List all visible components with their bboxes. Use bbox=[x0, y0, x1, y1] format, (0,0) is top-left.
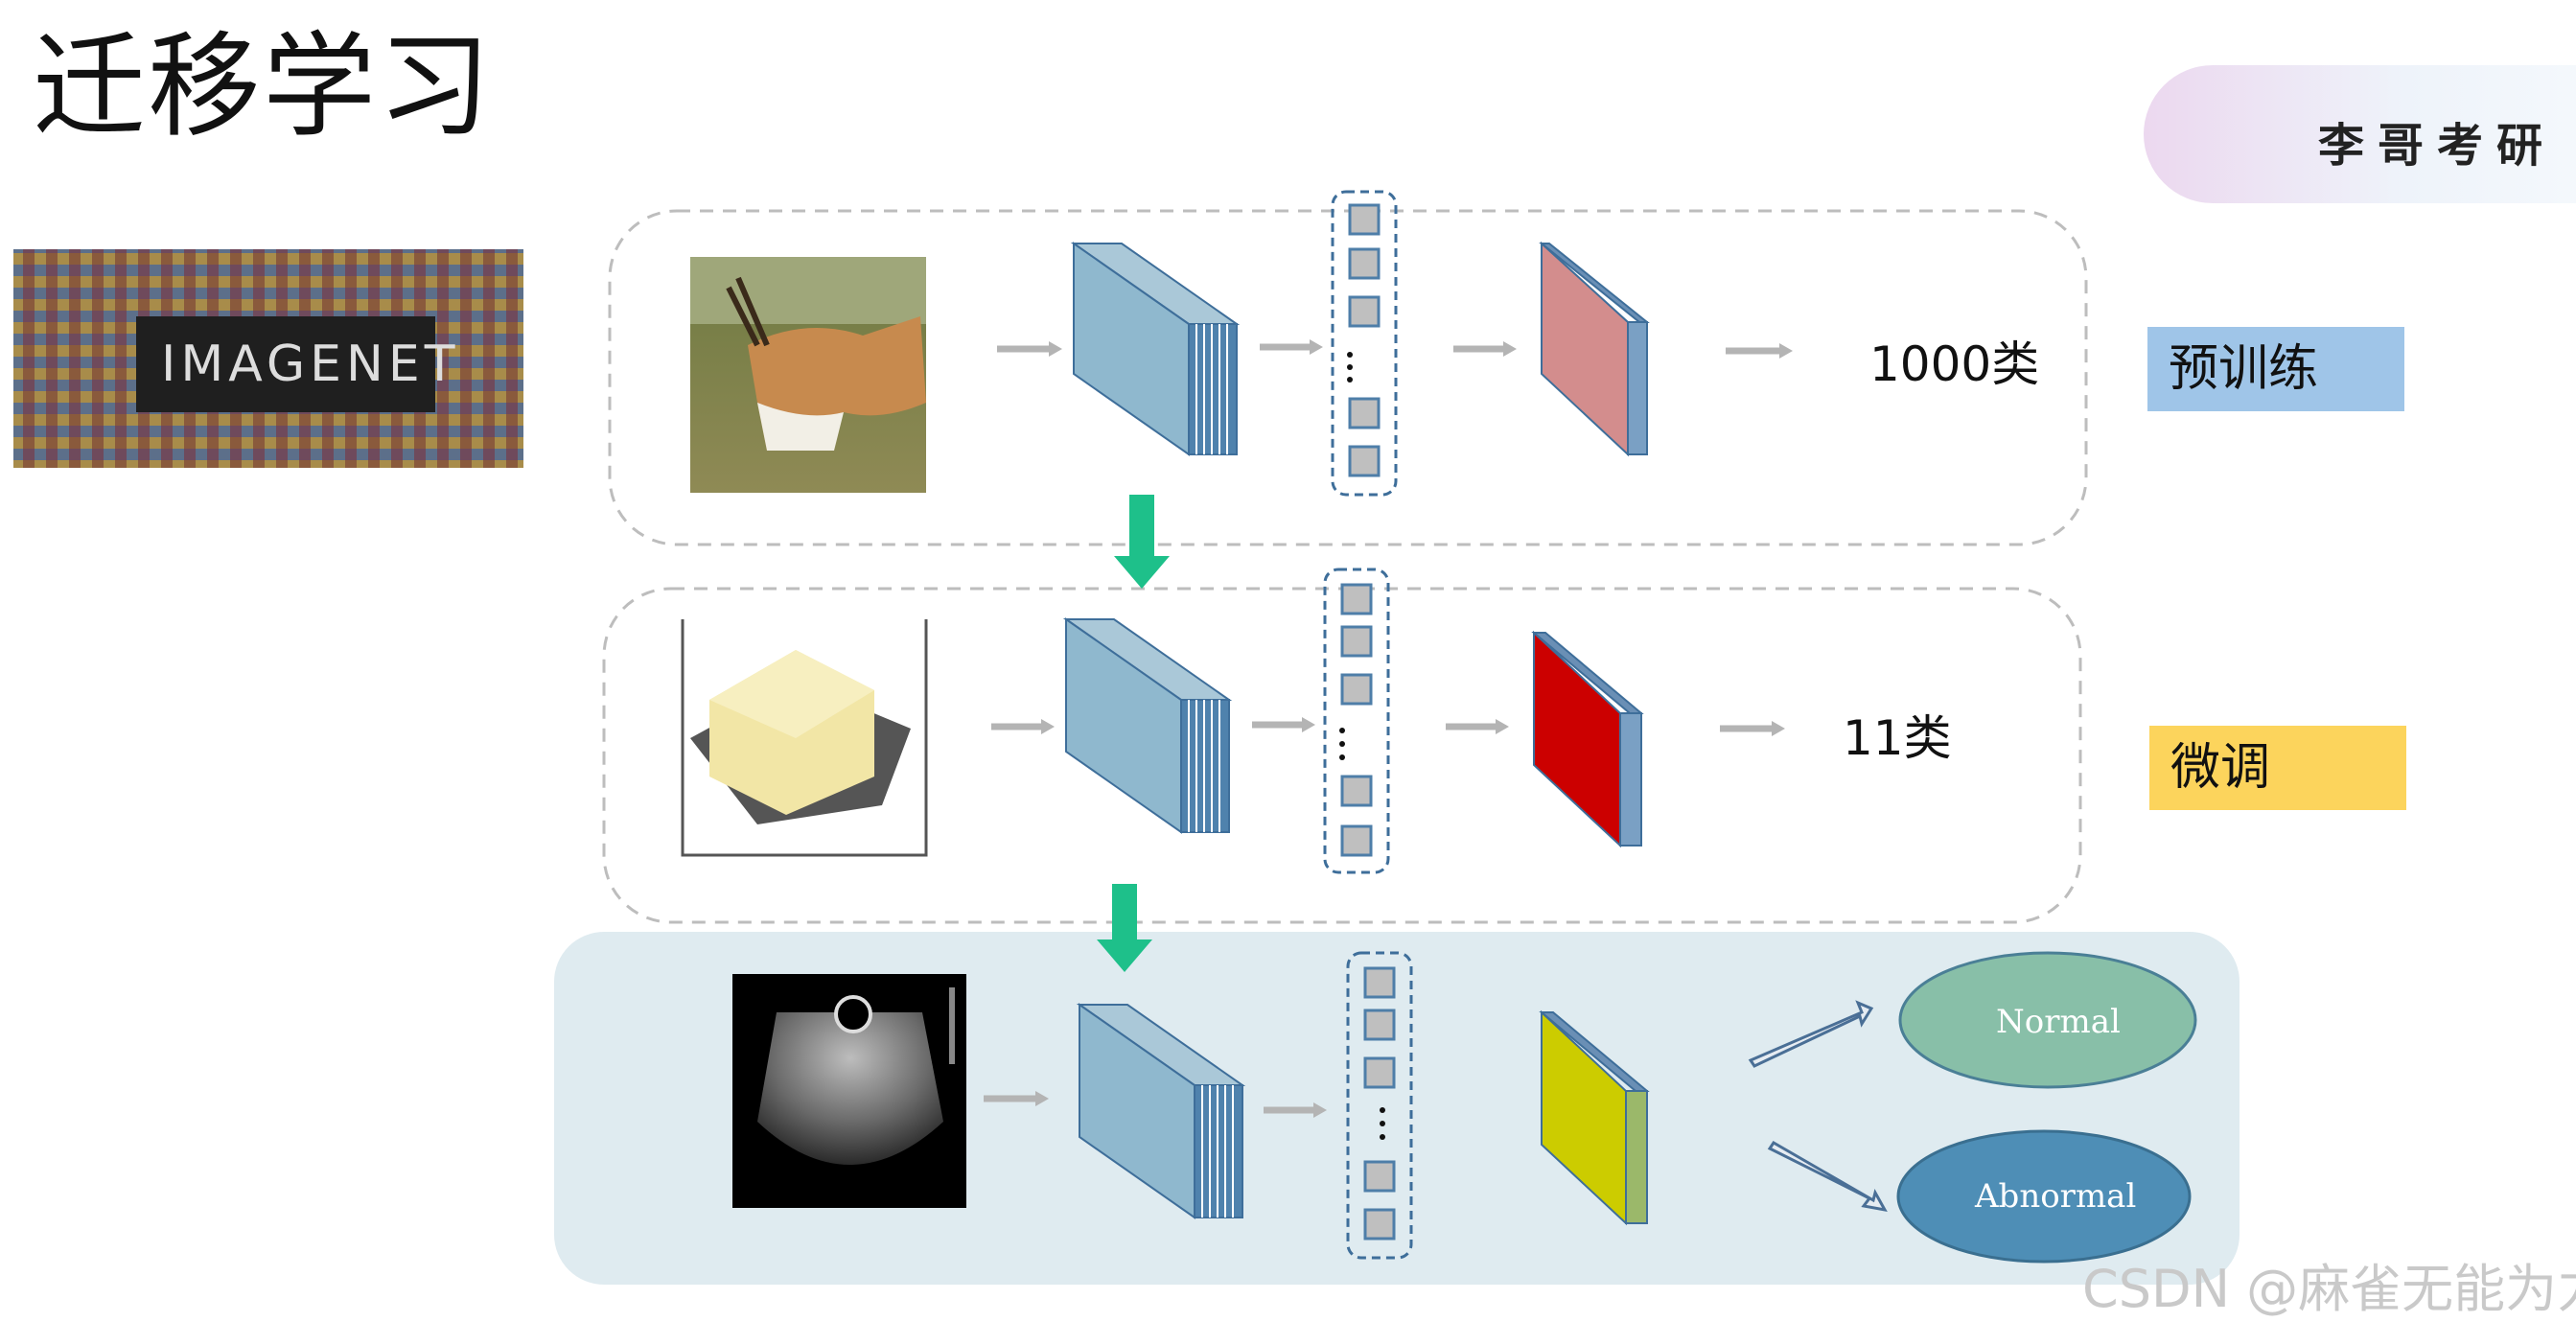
brand-badge: 李哥考研 bbox=[2144, 65, 2576, 203]
flow-arrow bbox=[1720, 721, 1785, 736]
flow-arrow bbox=[1252, 717, 1315, 732]
butter-image bbox=[683, 619, 926, 859]
normal-output-label: Normal bbox=[1996, 1003, 2121, 1041]
pretrain-label: 预训练 bbox=[2147, 327, 2404, 411]
page-title: 迁移学习 bbox=[33, 19, 493, 155]
flow-arrow bbox=[997, 341, 1062, 357]
abnormal-output-label: Abnormal bbox=[1975, 1177, 2136, 1216]
cnn-block bbox=[1066, 619, 1229, 832]
flow-arrow bbox=[1260, 339, 1323, 355]
flow-arrow bbox=[1453, 341, 1517, 357]
finetune-class-count: 11类 bbox=[1843, 700, 1952, 769]
flow-arrow bbox=[1726, 343, 1793, 359]
imagenet-logo: IMAGENET bbox=[161, 336, 460, 393]
ultrasound-image bbox=[732, 974, 966, 1208]
feature-vector bbox=[1333, 192, 1396, 495]
feature-vector bbox=[1325, 569, 1388, 872]
watermark: CSDN @麻雀无能为力 bbox=[2082, 1246, 2576, 1322]
brand-name: 李哥考研 bbox=[2318, 107, 2556, 174]
flow-arrow bbox=[991, 719, 1055, 734]
classifier-block-1000 bbox=[1542, 244, 1647, 454]
transfer-arrow bbox=[1114, 495, 1170, 589]
classifier-block-11 bbox=[1534, 633, 1641, 846]
finetune-label: 微调 bbox=[2149, 726, 2406, 810]
antelope-image bbox=[690, 257, 926, 493]
flow-arrow bbox=[1446, 719, 1509, 734]
cnn-block bbox=[1074, 244, 1237, 454]
pretrain-class-count: 1000类 bbox=[1869, 326, 2039, 395]
